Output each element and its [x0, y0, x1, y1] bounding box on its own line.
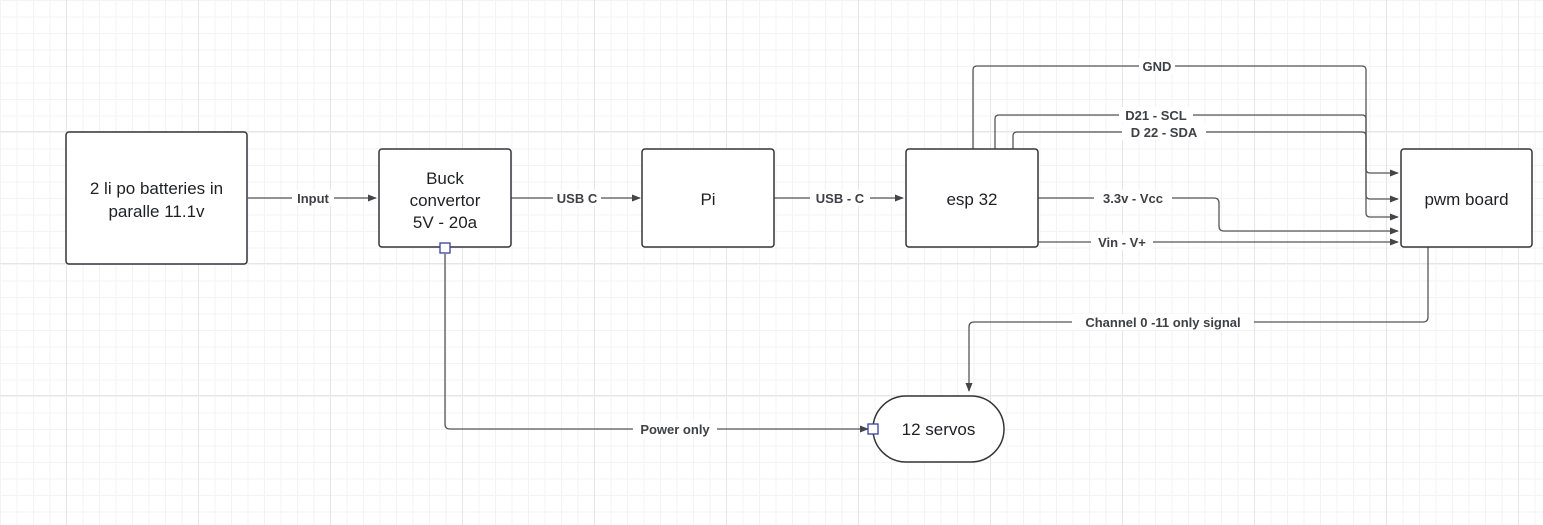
edge-label-usb-c-1: USB C	[557, 191, 598, 206]
node-servos-label: 12 servos	[902, 420, 976, 439]
node-buck-line2: convertor	[410, 191, 481, 210]
node-pi[interactable]: Pi	[641, 148, 775, 248]
edge-label-input: Input	[297, 191, 329, 206]
edge-label-sda: D 22 - SDA	[1131, 125, 1198, 140]
connector-usb-c-pi-esp[interactable]: USB - C	[774, 190, 904, 206]
node-servos[interactable]: 12 servos	[872, 395, 1005, 463]
node-esp32[interactable]: esp 32	[905, 148, 1039, 248]
port-servos-left[interactable]	[867, 423, 879, 435]
edge-label-power: Power only	[640, 422, 710, 437]
node-buck-line1: Buck	[426, 169, 464, 188]
node-pi-label: Pi	[700, 190, 715, 209]
node-buck-line3: 5V - 20a	[413, 213, 478, 232]
edge-label-usb-c-2: USB - C	[816, 191, 865, 206]
edge-label-channel: Channel 0 -11 only signal	[1085, 315, 1240, 330]
connector-sda[interactable]: D 22 - SDA	[1012, 124, 1399, 221]
node-batteries-line1: 2 li po batteries in	[90, 179, 223, 198]
node-buck-convertor[interactable]: Buck convertor 5V - 20a	[378, 148, 512, 248]
connector-usb-c-buck-pi[interactable]: USB C	[511, 190, 641, 206]
port-buck-bottom[interactable]	[439, 242, 451, 254]
node-pwm-label: pwm board	[1424, 190, 1508, 209]
connector-gnd[interactable]: GND	[972, 58, 1399, 177]
edge-label-gnd: GND	[1143, 59, 1172, 74]
connector-vin[interactable]: Vin - V+	[1038, 234, 1399, 250]
node-batteries-line2: paralle 11.1v	[108, 202, 205, 221]
connector-input[interactable]: Input	[248, 190, 377, 206]
connector-scl[interactable]: D21 - SCL	[994, 107, 1399, 203]
node-pwm-board[interactable]: pwm board	[1400, 148, 1533, 248]
edge-label-vcc: 3.3v - Vcc	[1103, 191, 1163, 206]
edge-label-vin: Vin - V+	[1098, 235, 1146, 250]
connector-channel-signal[interactable]: Channel 0 -11 only signal	[965, 247, 1429, 392]
node-batteries[interactable]: 2 li po batteries in paralle 11.1v	[65, 131, 248, 265]
edge-label-scl: D21 - SCL	[1125, 108, 1186, 123]
connector-power-only[interactable]: Power only	[444, 254, 869, 437]
connector-vcc[interactable]: 3.3v - Vcc	[1038, 190, 1399, 235]
node-esp32-label: esp 32	[946, 190, 997, 209]
